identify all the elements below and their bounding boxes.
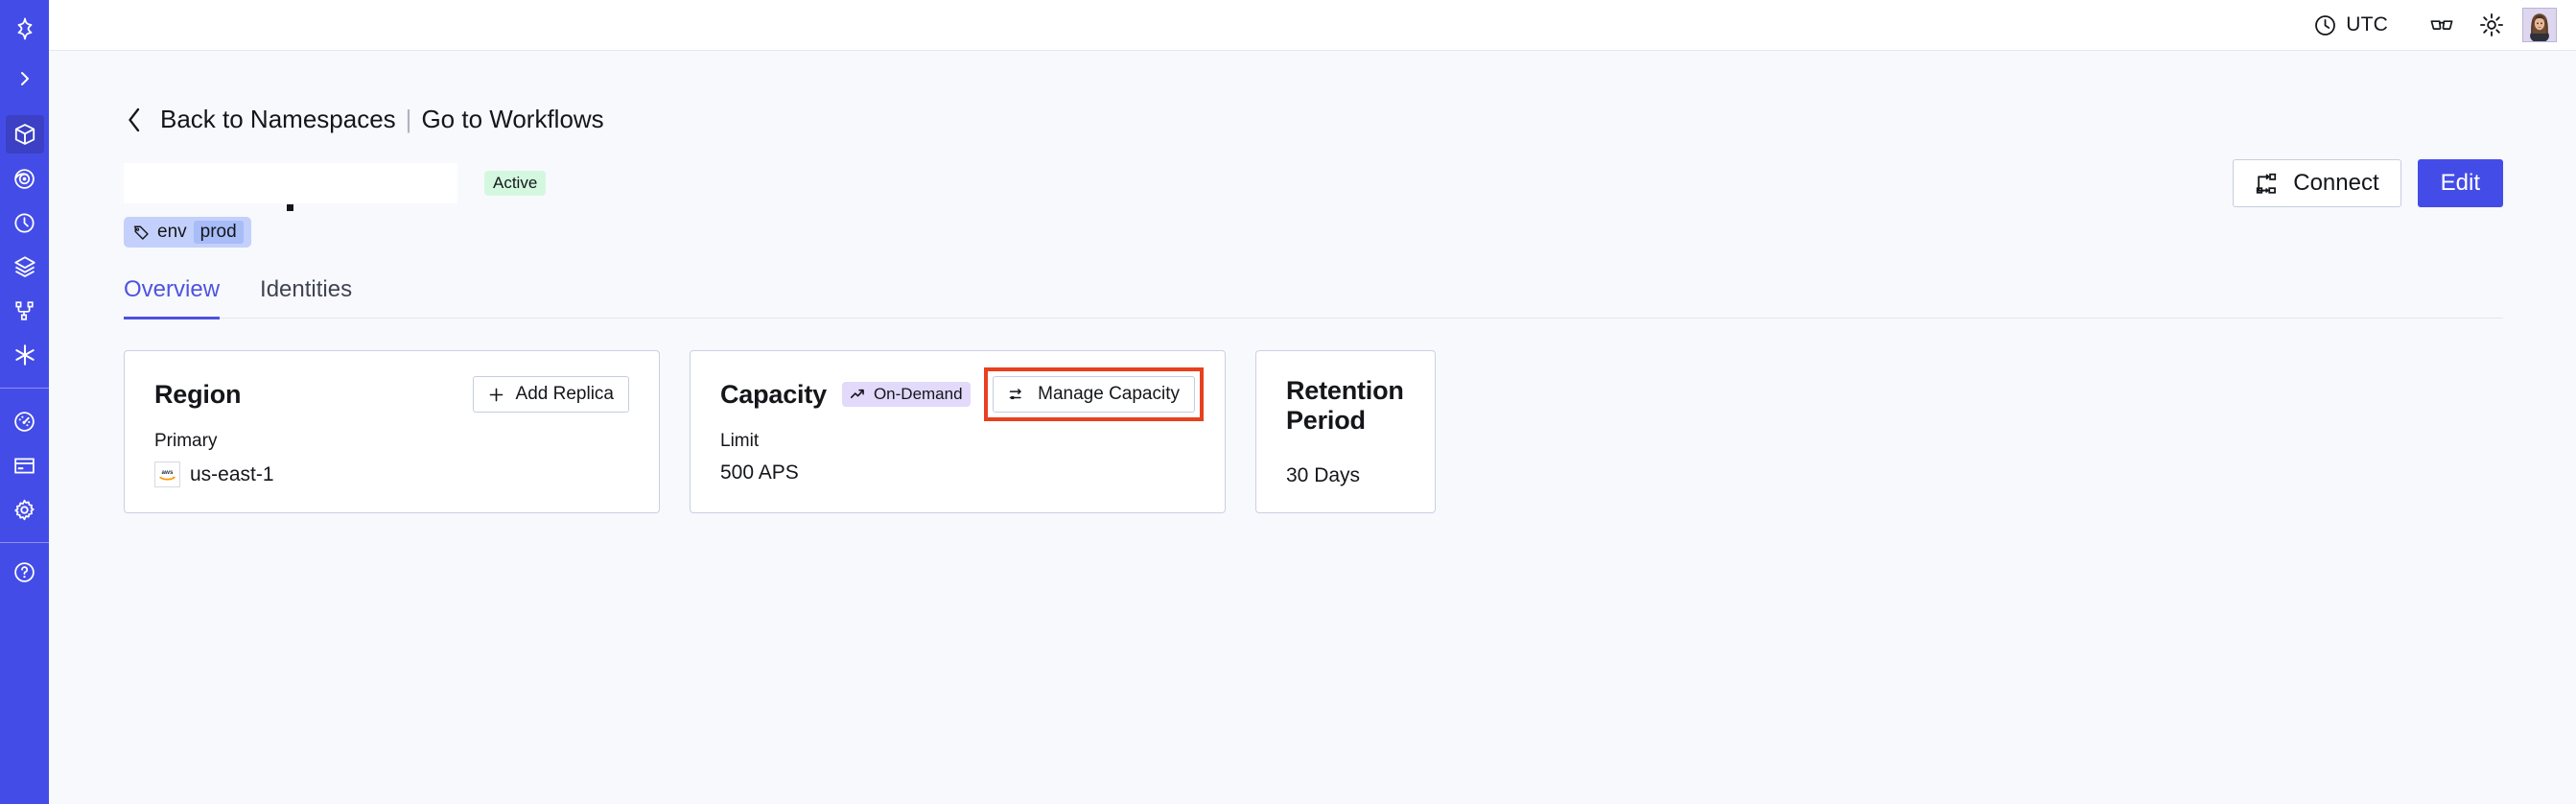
manage-capacity-button[interactable]: Manage Capacity xyxy=(993,376,1195,413)
sidebar-divider-bottom xyxy=(0,542,49,543)
page-content: Back to Namespaces | Go to Workflows Act… xyxy=(49,51,2576,804)
retention-value: 30 Days xyxy=(1286,464,1361,486)
sidebar-item-workflows[interactable] xyxy=(6,292,44,330)
user-avatar[interactable] xyxy=(2522,8,2557,42)
tag-key: env xyxy=(157,222,187,242)
timezone-label: UTC xyxy=(2346,13,2388,35)
sidebar-item-integrations[interactable] xyxy=(6,336,44,374)
clock-icon xyxy=(2313,13,2337,37)
retention-card-title: Retention Period xyxy=(1286,376,1404,435)
tab-bar: Overview Identities xyxy=(124,276,2503,319)
region-card-action: Add Replica xyxy=(472,376,629,413)
add-replica-label: Add Replica xyxy=(515,384,614,404)
sliders-icon xyxy=(1008,386,1026,404)
aws-logo-icon: aws xyxy=(154,461,180,487)
breadcrumb-divider: | xyxy=(405,105,412,133)
sidebar-divider-top xyxy=(0,388,49,389)
breadcrumb-back-link[interactable]: Back to Namespaces xyxy=(160,105,396,133)
sun-icon[interactable] xyxy=(2472,6,2511,44)
overview-cards: Region Add Replica xyxy=(124,350,2503,513)
expand-sidebar-button[interactable] xyxy=(6,59,44,98)
edit-button[interactable]: Edit xyxy=(2417,159,2503,207)
capacity-limit-value: 500 APS xyxy=(720,461,799,484)
topbar: UTC xyxy=(49,0,2576,51)
manage-capacity-label: Manage Capacity xyxy=(1038,384,1180,404)
namespace-header-row: Active Co xyxy=(124,159,2503,211)
main-area: UTC xyxy=(49,0,2576,804)
plus-icon xyxy=(488,387,504,403)
trending-up-icon xyxy=(850,386,867,403)
tag-chip-env[interactable]: env prod xyxy=(124,217,251,248)
capacity-limit-label: Limit xyxy=(720,431,760,451)
retention-card: Retention Period 30 Days xyxy=(1255,350,1436,513)
capacity-card-action: Manage Capacity xyxy=(984,367,1204,421)
tab-overview[interactable]: Overview xyxy=(124,276,221,319)
timezone-selector[interactable]: UTC xyxy=(2313,13,2388,37)
capacity-card-header: Capacity On-Demand xyxy=(720,367,1204,421)
capacity-card: Capacity On-Demand xyxy=(690,350,1226,513)
connect-icon xyxy=(2255,172,2279,196)
status-badge: Active xyxy=(484,171,547,196)
tab-identities[interactable]: Identities xyxy=(260,276,353,302)
region-value: us-east-1 xyxy=(190,462,274,485)
sidebar-item-billing[interactable] xyxy=(6,446,44,485)
region-card-header: Region Add Replica xyxy=(154,376,629,413)
capacity-card-title: Capacity xyxy=(720,379,827,409)
sidebar-item-schedules[interactable] xyxy=(6,203,44,242)
sidebar-item-observability[interactable] xyxy=(6,159,44,198)
header-actions: Connect Edit xyxy=(2233,159,2503,207)
page-title xyxy=(124,163,457,211)
temporal-logo-icon[interactable] xyxy=(6,10,44,48)
add-replica-button[interactable]: Add Replica xyxy=(472,376,629,413)
breadcrumb: Back to Namespaces | Go to Workflows xyxy=(124,105,2503,134)
chevron-left-icon[interactable] xyxy=(124,106,145,134)
svg-text:aws: aws xyxy=(162,469,174,476)
sidebar-item-settings[interactable] xyxy=(6,490,44,529)
region-value-row: aws us-east-1 xyxy=(154,461,629,487)
region-card: Region Add Replica xyxy=(124,350,660,513)
tag-icon xyxy=(132,224,151,242)
glasses-icon[interactable] xyxy=(2423,6,2461,44)
tag-value: prod xyxy=(193,221,244,244)
breadcrumb-workflows-link[interactable]: Go to Workflows xyxy=(421,105,604,133)
retention-card-header: Retention Period xyxy=(1286,376,1405,436)
sidebar xyxy=(0,0,49,804)
on-demand-badge: On-Demand xyxy=(841,382,971,407)
sidebar-item-help[interactable] xyxy=(6,553,44,591)
sidebar-item-namespaces[interactable] xyxy=(5,115,44,154)
on-demand-label: On-Demand xyxy=(873,385,963,403)
sidebar-item-usage[interactable] xyxy=(6,402,44,440)
sidebar-item-nexus[interactable] xyxy=(6,248,44,286)
connect-button[interactable]: Connect xyxy=(2233,159,2401,207)
connect-button-label: Connect xyxy=(2293,170,2379,196)
region-card-title: Region xyxy=(154,379,242,409)
region-primary-label: Primary xyxy=(154,431,218,451)
namespace-tags: env prod xyxy=(124,217,2503,248)
